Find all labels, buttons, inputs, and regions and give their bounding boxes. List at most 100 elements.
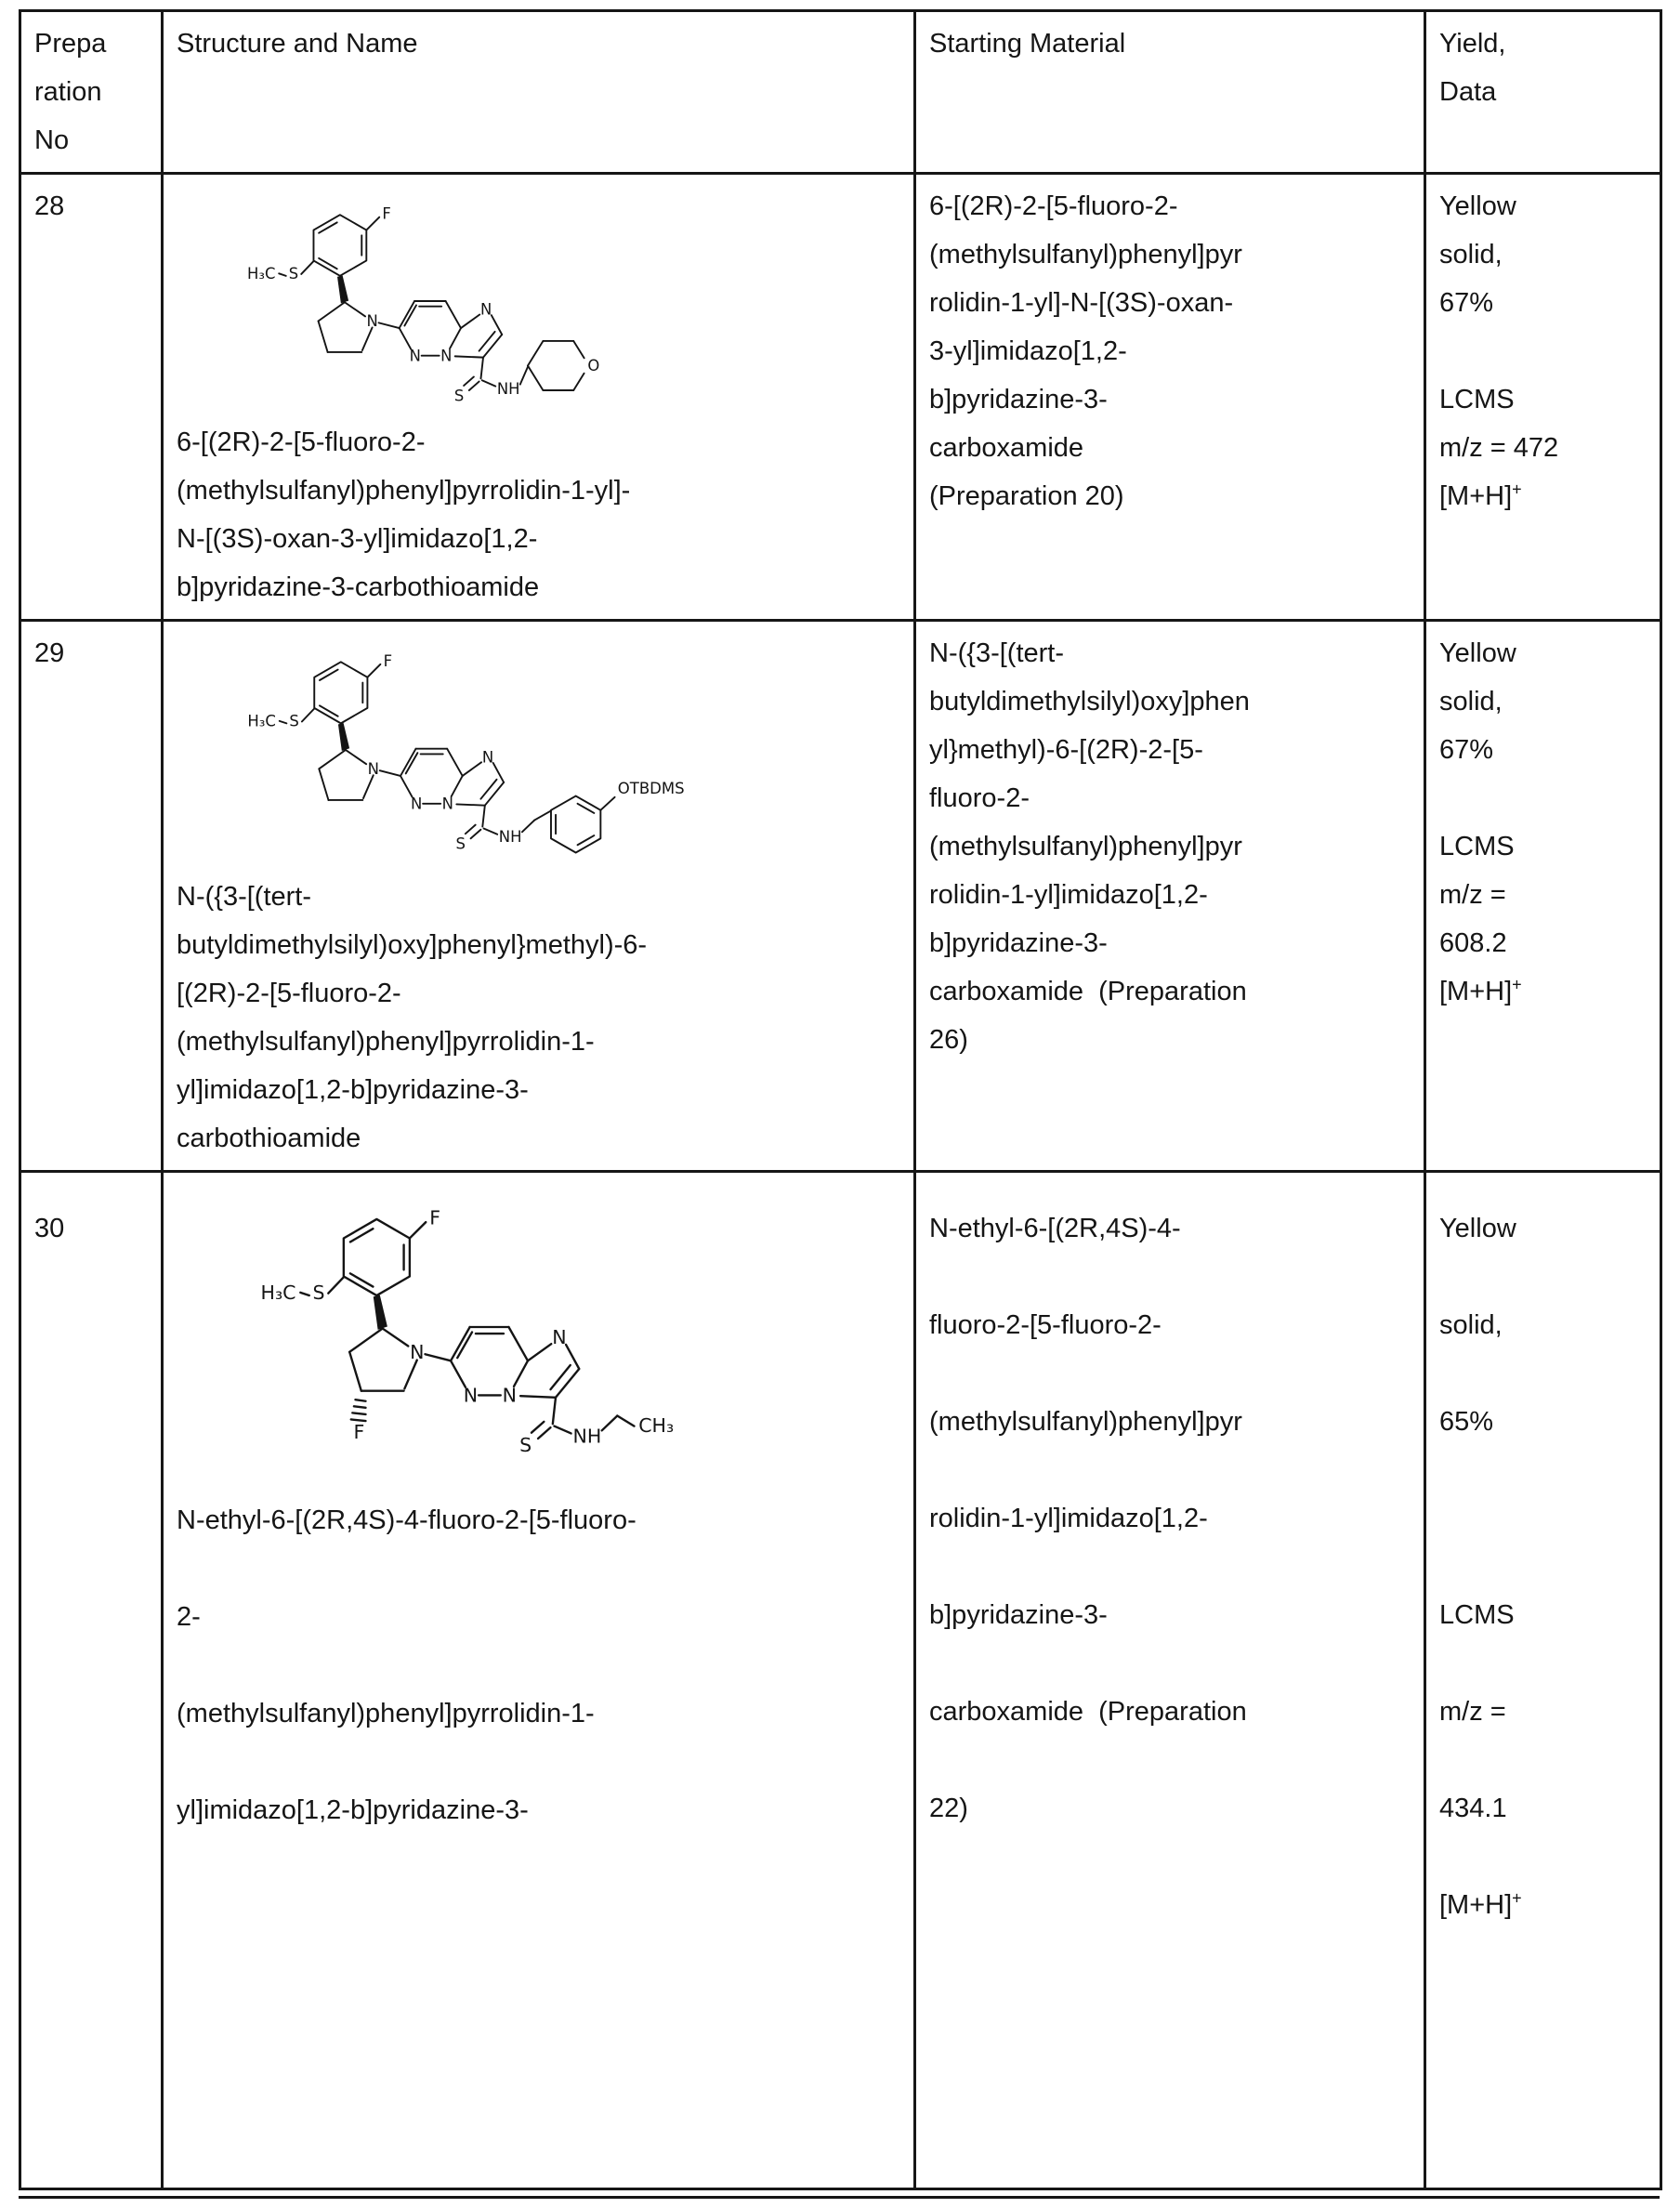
structure-name-cell: F H₃C S N N N N S NH OTBDMS N-({3-[(tert… (161, 619, 916, 1173)
prep-no-cell: 28 (19, 172, 164, 622)
mh-superscript: + (1512, 975, 1522, 994)
lcms-line: LCMS (1439, 385, 1515, 414)
atom-labels: F H₃C S N N N N S NH CH₃ F (261, 1206, 675, 1456)
starting-material-line: yl}methyl)-6-[(2R)-2-[5- (929, 735, 1203, 765)
chemical-structure-29: F H₃C S N N N N S NH OTBDMS (247, 652, 685, 854)
prep-row-29: 29 (19, 619, 1662, 1173)
bond-skeleton (278, 214, 585, 391)
methyl-label: H₃C (247, 265, 275, 283)
lcms-line: LCMS (1439, 1599, 1515, 1630)
starting-material-cell: N-ethyl-6-[(2R,4S)-4- fluoro-2-[5-fluoro… (913, 1169, 1426, 2190)
nitrogen-label: N (482, 748, 493, 766)
starting-material-cell: 6-[(2R)-2-[5-fluoro-2- (methylsulfanyl)p… (913, 172, 1426, 622)
starting-material-line: butyldimethylsilyl)oxy]phen (929, 687, 1250, 716)
lcms-mh-line: [M+H]+ (1439, 1857, 1648, 1953)
yield-line: 67% (1439, 735, 1494, 765)
compound-name-line: yl]imidazo[1,2-b]pyridazine-3- (177, 1074, 529, 1105)
nitrogen-label: N (410, 1341, 424, 1363)
compound-name-line: b]pyridazine-3-carbothioamide (177, 572, 540, 602)
starting-material-line: 6-[(2R)-2-[5-fluoro-2- (929, 191, 1178, 221)
yield-line: solid, (1439, 1309, 1503, 1340)
header-text-line: Prepa (34, 29, 107, 59)
header-cell-prep-no: Prepa ration No (19, 9, 164, 175)
spacer-line (1439, 327, 1648, 375)
fluorine-label: F (384, 652, 393, 670)
starting-material-line: N-ethyl-6-[(2R,4S)-4- (929, 1213, 1181, 1243)
nitrogen-label: N (464, 1384, 478, 1406)
compound-name-line: [(2R)-2-[5-fluoro-2- (177, 978, 401, 1008)
nitrogen-label: N (440, 347, 452, 364)
starting-material-line: fluoro-2- (929, 783, 1030, 813)
prep-number: 30 (34, 1213, 65, 1243)
header-text-line: No (34, 125, 70, 155)
table-header-row: Prepa ration No Structure and Name Start… (19, 9, 1662, 175)
compound-name-line: N-[(3S)-oxan-3-yl]imidazo[1,2- (177, 524, 538, 554)
yield-line: Yellow (1439, 1213, 1516, 1243)
compound-name-line: (methylsulfanyl)phenyl]pyrrolidin-1-yl]- (177, 476, 631, 506)
compound-name-line: carbothioamide (177, 1123, 361, 1153)
yield-line: 65% (1439, 1406, 1494, 1437)
lcms-line: m/z = (1439, 1696, 1506, 1727)
ethyl-ch3-label: CH₃ (638, 1414, 674, 1437)
yield-data-cell: Yellow solid, 67% LCMS m/z = 608.2 [M+H]… (1424, 619, 1662, 1173)
starting-material-line: 26) (929, 1025, 968, 1055)
yield-line: solid, (1439, 687, 1503, 716)
compound-name-line: yl]imidazo[1,2-b]pyridazine-3- (177, 1794, 529, 1825)
fluorine-label: F (429, 1206, 440, 1229)
mh-text: [M+H] (1439, 481, 1513, 511)
prep-row-30: 30 F (19, 1169, 1662, 2190)
chemical-structure-28: F H₃C S N N N N S NH O (247, 205, 599, 405)
starting-material-line: (methylsulfanyl)phenyl]pyr (929, 1406, 1242, 1437)
fluorine-ring-label: F (354, 1421, 365, 1443)
starting-material-line: rolidin-1-yl]-N-[(3S)-oxan- (929, 288, 1234, 318)
nitrogen-label: N (480, 301, 492, 319)
sulfur-ether-label: S (289, 713, 298, 730)
thione-sulfur-label: S (456, 835, 466, 853)
lcms-line: 434.1 (1439, 1793, 1507, 1823)
lcms-line: 608.2 (1439, 928, 1507, 958)
starting-material-line: carboxamide (929, 433, 1084, 463)
nitrogen-label: N (442, 795, 453, 812)
header-cell-yield-data: Yield, Data (1424, 9, 1662, 175)
table-bottom-double-rule (19, 2195, 1660, 2199)
prep-no-cell: 30 (19, 1169, 164, 2190)
structure-name-cell: F H₃C S N N N N S NH CH₃ F N-ethyl-6-[(2… (161, 1169, 916, 2190)
mh-superscript: + (1512, 480, 1522, 499)
sulfur-ether-label: S (312, 1281, 324, 1304)
starting-material-line: b]pyridazine-3- (929, 385, 1108, 414)
header-text-line: Starting Material (929, 29, 1126, 59)
nitrogen-label: N (366, 312, 377, 330)
starting-material-line: (methylsulfanyl)phenyl]pyr (929, 240, 1242, 269)
starting-material-line: 3-yl]imidazo[1,2- (929, 336, 1127, 366)
mh-text: [M+H] (1439, 1889, 1513, 1920)
starting-material-line: (Preparation 20) (929, 481, 1124, 511)
nitrogen-label: N (411, 795, 422, 812)
preparations-table: Prepa ration No Structure and Name Start… (19, 9, 1662, 2190)
amide-nh-label: NH (573, 1425, 602, 1447)
starting-material-line: carboxamide (Preparation (929, 1696, 1247, 1727)
yield-line: Yellow (1439, 191, 1516, 221)
thione-sulfur-label: S (519, 1434, 532, 1456)
methyl-label: H₃C (247, 713, 276, 730)
thione-sulfur-label: S (454, 387, 464, 404)
starting-material-line: fluoro-2-[5-fluoro-2- (929, 1309, 1162, 1340)
prep-number: 29 (34, 638, 65, 668)
amide-nh-label: NH (499, 828, 522, 846)
starting-material-line: b]pyridazine-3- (929, 928, 1108, 958)
header-cell-structure-name: Structure and Name (161, 9, 916, 175)
mh-text: [M+H] (1439, 977, 1513, 1006)
compound-name-line: N-ethyl-6-[(2R,4S)-4-fluoro-2-[5-fluoro- (177, 1505, 637, 1535)
atom-labels: F H₃C S N N N N S NH OTBDMS (247, 652, 684, 853)
nitrogen-label: N (410, 347, 421, 364)
fluorine-label: F (382, 205, 390, 223)
amide-nh-label: NH (497, 380, 520, 398)
starting-material-line: (methylsulfanyl)phenyl]pyr (929, 832, 1242, 861)
structure-name-cell: F H₃C S N N N N S NH O 6-[(2R)-2-[5-fluo… (161, 172, 916, 622)
spacer-line (1439, 774, 1648, 822)
lcms-line: m/z = (1439, 880, 1506, 910)
compound-name-line: 2- (177, 1601, 201, 1632)
compound-name-line: 6-[(2R)-2-[5-fluoro-2- (177, 427, 426, 457)
mh-superscript: + (1512, 1888, 1522, 1908)
header-text-line: ration (34, 77, 102, 107)
